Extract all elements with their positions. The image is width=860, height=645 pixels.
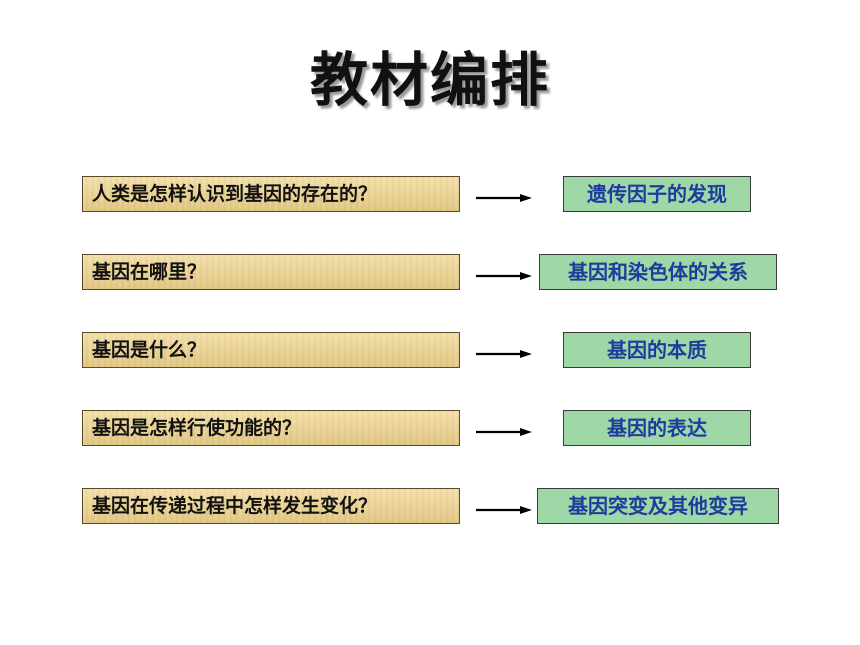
- question-box-3: 基因是什么？: [82, 332, 460, 368]
- answer-box-1: 遗传因子的发现: [563, 176, 751, 212]
- right-arrow-icon: [476, 272, 532, 280]
- slide-title: 教材编排: [309, 46, 550, 114]
- question-box-4: 基因是怎样行使功能的？: [82, 410, 460, 446]
- answer-box-3: 基因的本质: [563, 332, 751, 368]
- mapping-row-5: 基因在传递过程中怎样发生变化？ 基因突变及其他变异: [0, 488, 860, 528]
- question-box-5: 基因在传递过程中怎样发生变化？: [82, 488, 460, 524]
- right-arrow-icon: [476, 428, 532, 436]
- mapping-row-3: 基因是什么？ 基因的本质: [0, 332, 860, 372]
- question-box-2: 基因在哪里？: [82, 254, 460, 290]
- mapping-row-4: 基因是怎样行使功能的？ 基因的表达: [0, 410, 860, 450]
- right-arrow-icon: [476, 350, 532, 358]
- answer-box-4: 基因的表达: [563, 410, 751, 446]
- right-arrow-icon: [476, 194, 532, 202]
- question-box-1: 人类是怎样认识到基因的存在的？: [82, 176, 460, 212]
- mapping-row-1: 人类是怎样认识到基因的存在的？ 遗传因子的发现: [0, 176, 860, 216]
- answer-box-2: 基因和染色体的关系: [539, 254, 777, 290]
- right-arrow-icon: [476, 506, 532, 514]
- answer-box-5: 基因突变及其他变异: [537, 488, 779, 524]
- mapping-row-2: 基因在哪里？ 基因和染色体的关系: [0, 254, 860, 294]
